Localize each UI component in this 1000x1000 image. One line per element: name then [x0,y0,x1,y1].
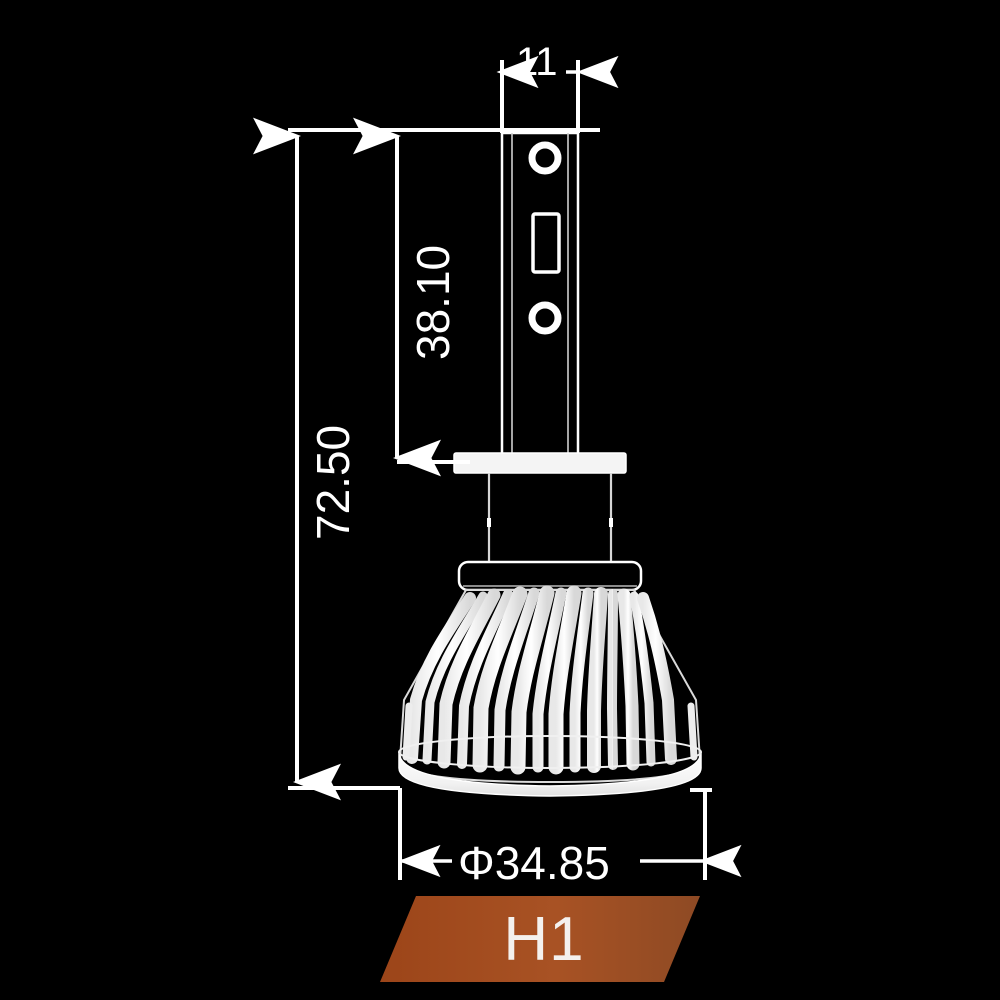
heatsink-edge-fins [402,702,698,761]
shaft-outer-body [500,131,580,457]
bottom-rim [398,751,702,797]
heatsink-fins [406,585,677,775]
shaft-assembly [500,131,580,457]
model-badge-label: H1 [503,904,585,974]
dimension-label-shaft-height: 38.10 [407,244,459,360]
neck-section [487,473,613,563]
bulb-part-geometry [398,131,702,797]
dimension-label-diameter: Φ34.85 [458,837,610,889]
lower-hole-icon [528,301,562,335]
dimension-annotations [253,55,742,880]
dimension-label-total-height: 72.50 [307,424,359,540]
upper-hole-icon [528,141,562,175]
dimension-label-width: 11 [516,40,558,84]
model-badge: H1 [380,896,700,982]
flange-plate [453,452,627,474]
rectangular-slot [531,212,561,274]
rim-top-ellipse [398,735,702,769]
badge-parallelogram [380,896,700,982]
